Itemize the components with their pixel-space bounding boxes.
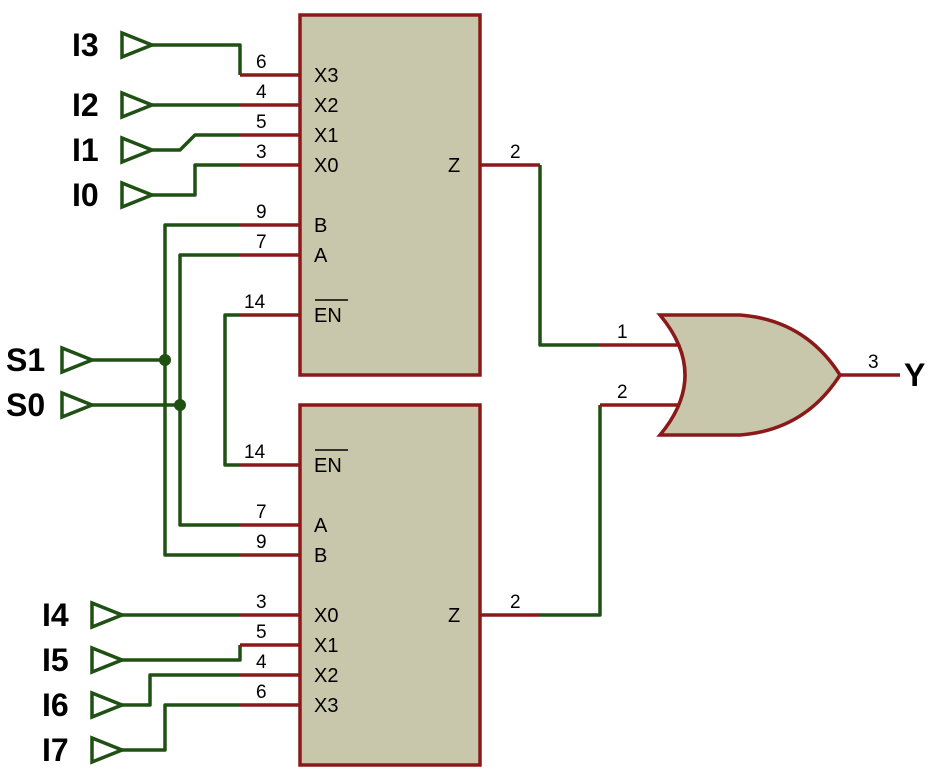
label-i4: I4 [42,597,69,633]
terminal-i4-icon[interactable] [90,600,127,630]
label-i5: I5 [42,642,69,678]
port-x3: X3 [314,695,338,717]
wire-z-top [538,165,600,347]
pin-num-x0: 3 [256,592,267,613]
label-i3: I3 [72,27,99,63]
terminal-i7-icon[interactable] [90,735,127,765]
wire-z-bottom [540,405,602,617]
mux-top-body[interactable] [298,13,482,377]
or-pin-num-3: 3 [868,352,879,373]
pin-num-x2: 4 [256,82,267,103]
pin-num-a: 7 [256,232,267,253]
or-pin-num-2: 2 [617,382,628,403]
terminal-i5-icon[interactable] [90,645,127,675]
label-i6: I6 [42,687,69,723]
port-a: A [314,515,328,537]
terminal-i6-icon[interactable] [90,690,127,720]
wire-s0-bus [178,253,240,527]
pin-num-a: 7 [256,502,267,523]
port-x3: X3 [314,65,338,87]
junction-s0 [174,399,186,411]
label-s1: S1 [6,342,45,378]
pin-num-x3: 6 [256,682,267,703]
port-x0: X0 [314,155,338,177]
port-en: EN [314,455,342,477]
pin-num-z: 2 [510,592,521,613]
pin-num-x1: 5 [256,622,267,643]
port-en: EN [314,305,342,327]
or-gate: 1 2 3 [600,313,900,437]
pin-num-b: 9 [256,532,267,553]
terminal-i2-icon[interactable] [120,90,157,120]
wire-i3 [152,43,242,75]
mux-top: 6 4 5 3 9 7 14 2 X3 X2 X1 X0 B A EN Z [240,13,540,377]
wire-i1 [152,133,240,152]
label-y: Y [904,357,925,393]
wire-i5 [122,645,242,662]
label-i2: I2 [72,87,99,123]
label-i1: I1 [72,132,99,168]
label-i0: I0 [72,177,99,213]
terminal-i0-icon[interactable] [120,180,157,210]
terminal-s0-icon[interactable] [60,390,97,420]
port-x0: X0 [314,605,338,627]
port-b: B [314,545,327,567]
label-i7: I7 [42,732,69,768]
port-b: B [314,215,327,237]
pin-num-b: 9 [256,202,267,223]
terminal-i1-icon[interactable] [120,135,157,165]
port-x2: X2 [314,665,338,687]
label-s0: S0 [6,387,45,423]
wire-i7 [122,703,240,752]
input-terminals [60,30,157,765]
port-x2: X2 [314,95,338,117]
pin-num-z: 2 [510,142,521,163]
wire-i6 [122,673,240,707]
pin-num-x1: 5 [256,112,267,133]
port-a: A [314,245,328,267]
mux-bottom-body[interactable] [298,403,482,767]
pin-num-x3: 6 [256,52,267,73]
junction-s1 [159,354,171,366]
terminal-s1-icon[interactable] [60,345,97,375]
port-x1: X1 [314,635,338,657]
port-z: Z [448,155,460,177]
io-labels: I3 I2 I1 I0 S1 S0 I4 I5 I6 I7 Y [6,27,925,768]
pin-num-x2: 4 [256,652,267,673]
terminal-i3-icon[interactable] [120,30,157,60]
or-gate-body[interactable] [656,313,843,437]
pin-num-x0: 3 [256,142,267,163]
wires [92,43,602,752]
or-pin-num-1: 1 [617,322,628,343]
port-x1: X1 [314,125,338,147]
wire-i0 [152,163,240,197]
port-z: Z [448,605,460,627]
wire-enable [223,313,240,467]
mux-bottom: 14 7 9 3 5 4 6 2 EN A B X0 X1 X2 X3 Z [240,403,540,767]
pin-num-en: 14 [244,442,266,463]
wire-s1-bus [163,223,240,557]
pin-num-en: 14 [244,292,266,313]
